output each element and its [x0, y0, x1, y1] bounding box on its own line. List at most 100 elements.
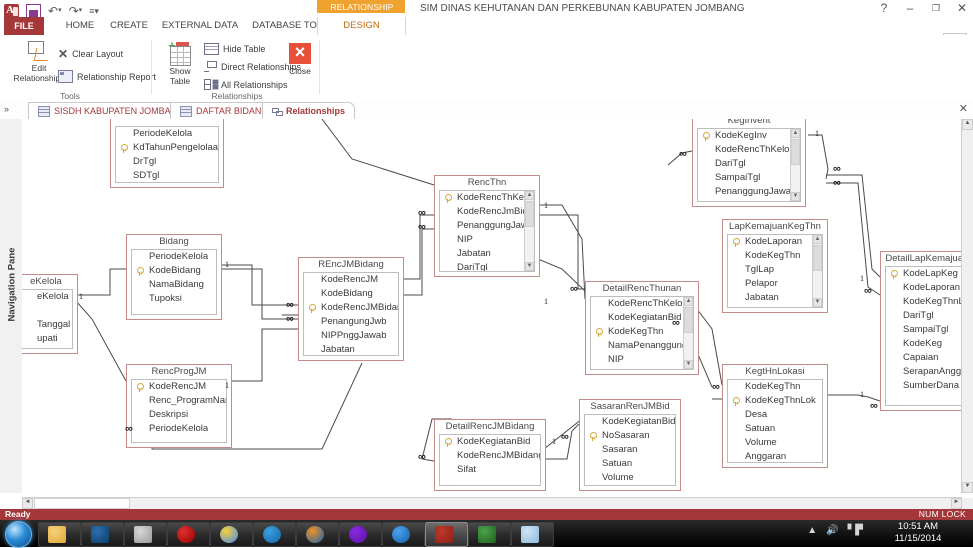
- taskbar-clock[interactable]: 10:51 AM 11/15/2014: [869, 521, 967, 545]
- taskbar-button-remote-desktop[interactable]: [468, 522, 511, 547]
- table-field-list[interactable]: KodeRencJMRenc_ProgramNamaRDeskripsiPeri…: [131, 379, 227, 443]
- table-field[interactable]: Tanggal: [37, 319, 71, 330]
- table-field[interactable]: KodeKegThn: [745, 381, 801, 392]
- hide-table-button[interactable]: Hide Table: [204, 43, 265, 55]
- scroll-down-arrow-icon[interactable]: ▼: [962, 482, 973, 493]
- table-box-rencprogjm[interactable]: RencProgJMKodeRencJMRenc_ProgramNamaRDes…: [126, 364, 232, 448]
- table-field[interactable]: KodeRencThKelola: [715, 144, 797, 155]
- primary-key-field[interactable]: KodeKegThnLok: [728, 394, 822, 408]
- table-field[interactable]: TglLap: [745, 264, 775, 275]
- table-field[interactable]: Volume: [602, 472, 634, 483]
- tab-external-data[interactable]: EXTERNAL DATA: [161, 20, 239, 31]
- table-field[interactable]: Capaian: [903, 352, 939, 363]
- tab-database-tools[interactable]: DATABASE TOOLS: [252, 20, 336, 31]
- table-field[interactable]: PeriodeKelola: [149, 251, 209, 262]
- taskbar-button-file-explorer[interactable]: [38, 522, 81, 547]
- taskbar-button-firefox[interactable]: [296, 522, 339, 547]
- primary-key-field[interactable]: KodeRencJMBidang: [304, 301, 398, 315]
- table-field[interactable]: KodeRencJmBid: [457, 206, 528, 217]
- table-field[interactable]: Anggaran: [745, 451, 787, 462]
- close-icon[interactable]: ✕: [956, 1, 968, 15]
- expand-nav-pane-icon[interactable]: »: [4, 104, 10, 114]
- table-field[interactable]: Jabatan: [321, 344, 355, 355]
- table-field[interactable]: Jabatan: [457, 248, 491, 259]
- canvas-vertical-scrollbar[interactable]: ▲ ▼: [961, 119, 973, 493]
- primary-key-field[interactable]: KodeLaporan: [728, 235, 822, 249]
- table-field[interactable]: Satuan: [602, 458, 633, 469]
- relationship-line[interactable]: [220, 268, 298, 320]
- tab-home[interactable]: HOME: [65, 20, 95, 31]
- volume-icon[interactable]: 🔊: [826, 525, 839, 536]
- scroll-down-arrow-icon[interactable]: ▼: [525, 262, 534, 271]
- relationship-line[interactable]: [826, 182, 881, 296]
- taskbar-button-notepad-docs[interactable]: [511, 522, 554, 547]
- relationship-line[interactable]: [808, 134, 829, 180]
- help-icon[interactable]: ?: [880, 1, 888, 15]
- navigation-pane[interactable]: Navigation Pane: [0, 119, 23, 493]
- horizontal-scroll-thumb[interactable]: [34, 498, 130, 509]
- table-field[interactable]: KodeKegiatanBid: [608, 312, 682, 323]
- relationship-line[interactable]: [321, 119, 435, 186]
- table-field-list[interactable]: KodeLapKegKodeLaporanKodeKegThnLokDariTg…: [885, 266, 962, 406]
- taskbar-button-photoshop[interactable]: [81, 522, 124, 547]
- table-field[interactable]: SDTgl: [133, 170, 160, 181]
- scroll-up-arrow-icon[interactable]: ▲: [813, 235, 822, 244]
- taskbar-button-ms-access[interactable]: [425, 522, 468, 547]
- table-field[interactable]: Pelapor: [745, 278, 778, 289]
- restore-icon[interactable]: ❐: [931, 3, 941, 13]
- scroll-down-arrow-icon[interactable]: ▼: [684, 360, 693, 369]
- scroll-left-arrow-icon[interactable]: ◄: [22, 498, 33, 509]
- table-field[interactable]: NIPPnggJawab: [321, 330, 387, 341]
- table-field[interactable]: [22, 304, 72, 318]
- relationship-line[interactable]: [75, 300, 127, 382]
- close-document-icon[interactable]: ✕: [958, 103, 968, 115]
- table-scrollbar[interactable]: ▲▼: [790, 129, 800, 201]
- primary-key-field[interactable]: KdTahunPengelolaan: [116, 141, 218, 155]
- scroll-up-arrow-icon[interactable]: ▲: [525, 191, 534, 200]
- table-field[interactable]: Jabatan: [745, 292, 779, 303]
- table-field-list[interactable]: KodeRencJMKodeBidangKodeRencJMBidangPena…: [303, 272, 399, 356]
- table-field[interactable]: SerapanAngg: [903, 366, 962, 377]
- table-field[interactable]: KodeKegiatanBid: [602, 416, 675, 427]
- table-field[interactable]: DariTgl: [903, 310, 934, 321]
- table-field[interactable]: KodeRencJM: [321, 274, 379, 285]
- start-orb-icon[interactable]: [5, 521, 32, 548]
- close-button[interactable]: Close: [280, 41, 320, 76]
- primary-key-field[interactable]: KodeKegInv: [698, 129, 800, 143]
- scroll-thumb[interactable]: [684, 307, 693, 333]
- table-scrollbar[interactable]: ▲▼: [524, 191, 534, 271]
- relationship-line[interactable]: [826, 174, 881, 278]
- table-field[interactable]: Satuan: [745, 423, 776, 434]
- taskbar-button-yahoo-messenger[interactable]: [339, 522, 382, 547]
- taskbar-button-server-search[interactable]: [124, 522, 167, 547]
- relationship-report-button[interactable]: Relationship Report: [58, 70, 156, 83]
- table-field[interactable]: PeriodeKelola: [149, 423, 209, 434]
- table-field[interactable]: SampaiTgl: [903, 324, 949, 335]
- scroll-right-arrow-icon[interactable]: ►: [951, 498, 962, 509]
- table-field[interactable]: DariTgl: [457, 262, 488, 272]
- table-field[interactable]: KodeBidang: [321, 288, 373, 299]
- table-field[interactable]: KodeKeg: [903, 338, 943, 349]
- table-scrollbar[interactable]: ▲▼: [812, 235, 822, 307]
- table-field[interactable]: Sifat: [457, 464, 477, 475]
- relationship-line[interactable]: [696, 308, 723, 386]
- all-relationships-button[interactable]: All Relationships: [204, 79, 288, 90]
- table-field[interactable]: Deskripsi: [149, 409, 189, 420]
- primary-key-field[interactable]: KodeRencThKelola: [440, 191, 534, 205]
- table-field[interactable]: PenanggungJawat: [457, 220, 534, 231]
- minimize-icon[interactable]: –: [906, 1, 914, 15]
- table-field[interactable]: KodeRencJMBidang: [457, 450, 540, 461]
- table-field[interactable]: PenanggungJawab: [715, 186, 797, 197]
